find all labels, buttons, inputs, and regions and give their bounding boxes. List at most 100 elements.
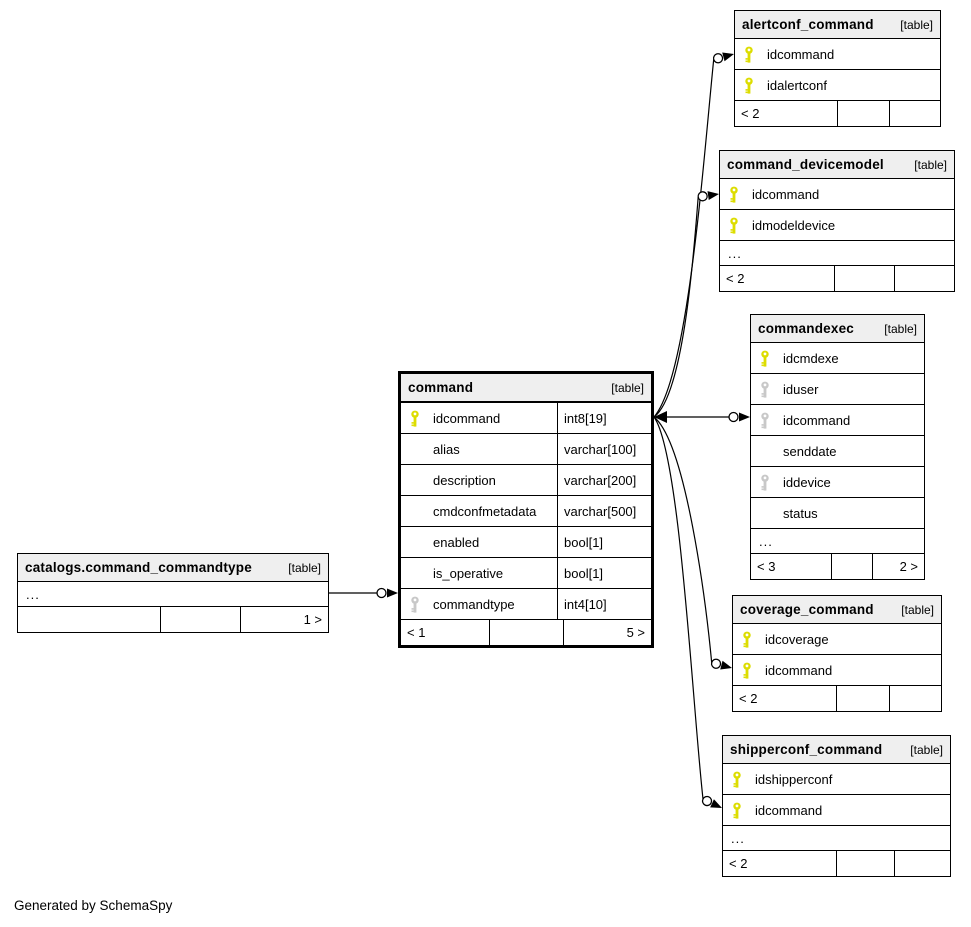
primary-key-icon	[761, 350, 769, 367]
table-header: shipperconf_command[table]	[723, 736, 950, 764]
generated-by-note: Generated by SchemaSpy	[14, 898, 173, 913]
footer-cell: 1 >	[240, 607, 328, 632]
primary-key-icon	[745, 77, 753, 94]
ellipsis-row: ...	[720, 240, 954, 265]
footer-cell	[889, 101, 940, 126]
column-name: cmdconfmetadata	[433, 503, 537, 519]
column-row: idcmdexe	[751, 343, 924, 373]
column-row: idmodeldevice	[720, 209, 954, 240]
table-catalogs-command_commandtype[interactable]: catalogs.command_commandtype[table]...1 …	[17, 553, 329, 633]
column-type: int4[10]	[557, 589, 651, 619]
key-slot	[720, 217, 752, 234]
column-row: senddate	[751, 435, 924, 466]
footer-cell: < 3	[757, 559, 776, 574]
key-slot	[723, 771, 755, 788]
column-name: idcoverage	[765, 631, 829, 647]
table-command_devicemodel[interactable]: command_devicemodel[table] idcommand idmod…	[719, 150, 955, 292]
footer-cell	[160, 607, 240, 632]
primary-key-icon	[743, 662, 751, 679]
footer-cell: < 2	[729, 856, 748, 871]
column-name: description	[433, 472, 496, 488]
column-name: is_operative	[433, 565, 504, 581]
key-slot	[735, 46, 767, 63]
end-symbol-command-commandtype	[376, 587, 398, 599]
column-name: idcmdexe	[783, 350, 839, 366]
column-row: idcommand	[733, 654, 941, 685]
column-row: idcoverage	[733, 624, 941, 654]
column-row: idcommand int8[19]	[401, 403, 651, 433]
column-row: idshipperconf	[723, 764, 950, 794]
foreign-key-icon	[761, 474, 769, 491]
connector-command-shipperconf_command	[653, 416, 704, 800]
key-slot	[733, 631, 765, 648]
column-name: idcommand	[433, 410, 501, 426]
degree-footer: < 2	[720, 265, 954, 291]
footer-cell: < 2	[726, 271, 745, 286]
connector-command-coverage_command	[653, 416, 713, 663]
end-symbol-alertconf_command	[712, 52, 734, 64]
table-name: coverage_command	[740, 602, 874, 617]
column-name: idmodeldevice	[752, 217, 836, 233]
table-header: alertconf_command[table]	[735, 11, 940, 39]
column-row: idcommand	[723, 794, 950, 825]
footer-cell	[18, 607, 160, 632]
table-name: catalogs.command_commandtype	[25, 560, 252, 575]
column-name: idalertconf	[767, 77, 827, 93]
degree-footer: < 2	[733, 685, 941, 711]
table-header: coverage_command[table]	[733, 596, 941, 624]
column-name: idcommand	[765, 662, 833, 678]
column-type: varchar[200]	[557, 465, 651, 495]
table-header: command [table]	[401, 374, 651, 403]
column-name: commandtype	[433, 596, 515, 612]
key-slot	[401, 596, 433, 613]
column-row: iddevice	[751, 466, 924, 497]
column-name: idcommand	[783, 412, 851, 428]
table-badge: [table]	[611, 380, 644, 395]
foreign-key-icon	[761, 381, 769, 398]
column-name: enabled	[433, 534, 480, 550]
key-slot	[751, 412, 783, 429]
end-symbol-shipperconf_command	[701, 795, 722, 808]
column-row: idcommand	[751, 404, 924, 435]
table-badge: [table]	[884, 321, 917, 336]
column-type: varchar[500]	[557, 496, 651, 526]
table-body: idcoverage idcommand < 2	[733, 624, 941, 711]
table-badge: [table]	[910, 742, 943, 757]
footer-cell	[831, 554, 872, 579]
footer-cell	[836, 851, 894, 876]
column-type: int8[19]	[557, 403, 651, 433]
column-row: cmdconfmetadata varchar[500]	[401, 495, 651, 526]
footer-cell: < 1	[407, 625, 426, 640]
footer-cell	[837, 101, 889, 126]
table-badge: [table]	[914, 157, 947, 172]
footer-cell	[834, 266, 894, 291]
footer-cell	[889, 686, 941, 711]
table-coverage_command[interactable]: coverage_command[table] idcoverage idcomma…	[732, 595, 942, 712]
table-name: command	[408, 380, 474, 395]
end-symbol-command_devicemodel	[697, 191, 719, 202]
connector-command-command_devicemodel	[653, 196, 699, 418]
key-slot	[735, 77, 767, 94]
foreign-key-icon	[411, 596, 419, 613]
table-badge: [table]	[900, 17, 933, 32]
primary-key-icon	[730, 217, 738, 234]
key-slot	[720, 186, 752, 203]
table-header: command_devicemodel[table]	[720, 151, 954, 179]
key-slot	[751, 350, 783, 367]
footer-cell: < 2	[739, 691, 758, 706]
footer-cell	[894, 851, 950, 876]
column-name: idcommand	[752, 186, 820, 202]
table-badge: [table]	[288, 560, 321, 575]
